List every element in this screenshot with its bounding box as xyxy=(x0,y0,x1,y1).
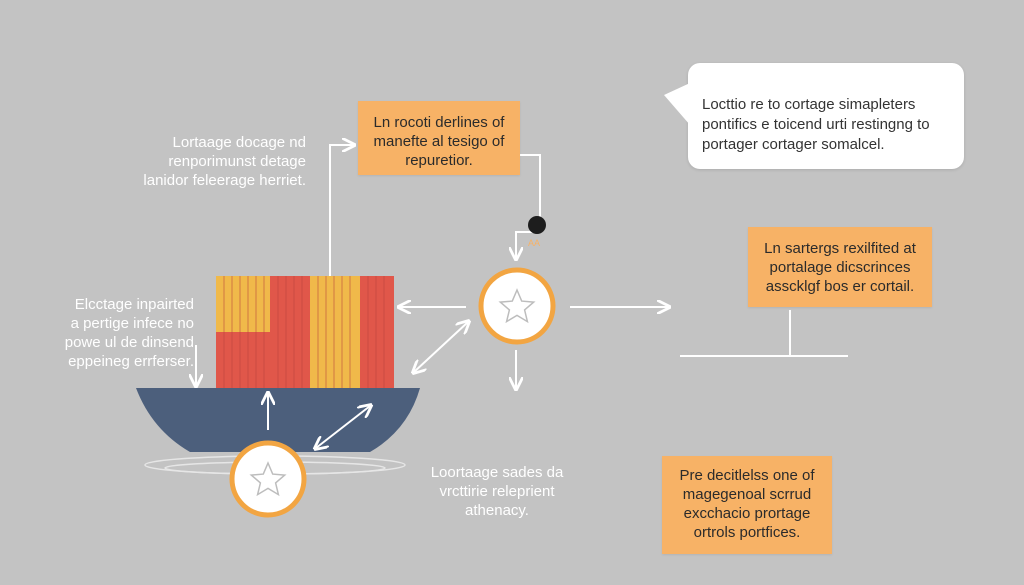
info-box-bottom-right: Pre decitlelss one of magegenoal scrrud … xyxy=(662,456,832,554)
label-mid-left: Elcctage inpairted a pertige infece no p… xyxy=(64,296,194,370)
info-box-right: Ln sartergs rexilfited at portalage dics… xyxy=(748,227,932,307)
info-box-top: Ln rocoti derlines of manefte al tesigo … xyxy=(358,101,520,175)
connectors xyxy=(196,145,848,448)
star-icon xyxy=(249,461,287,497)
star-icon xyxy=(498,288,536,324)
hub-node[interactable] xyxy=(478,267,556,345)
cargo-containers xyxy=(216,276,394,390)
callout-text: Locttio re to cortage simapleters pontif… xyxy=(702,96,930,153)
label-bottom-center: Loortaage sades da vrcttirie releprient … xyxy=(430,464,564,519)
marker-label: AA xyxy=(528,238,541,248)
label-top-left: Lortaage docage nd renporimunst detage l… xyxy=(143,134,306,189)
ship-star-node[interactable] xyxy=(229,440,307,518)
marker-dot xyxy=(528,216,546,234)
callout-bubble: Locttio re to cortage simapleters pontif… xyxy=(664,63,964,169)
